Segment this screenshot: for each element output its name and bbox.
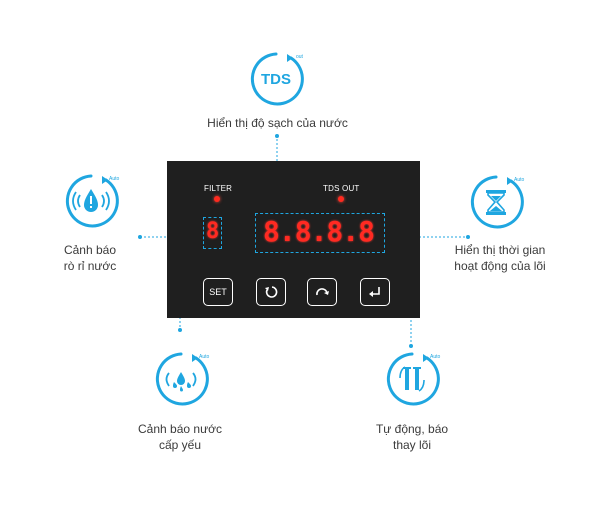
control-panel: FILTER TDS OUT 8 8.8.8.8 SET — [167, 161, 420, 318]
filter-feature-label: Tự động, báo thay lõi — [362, 421, 462, 453]
water-label-line2: cấp yếu — [158, 438, 202, 452]
tds-out-label: TDS OUT — [323, 184, 360, 193]
tds-feature-label: Hiển thị độ sạch của nước — [207, 116, 348, 130]
filter-label-line1: Tự động, báo — [375, 422, 449, 436]
filter-digit: 8 — [206, 219, 220, 244]
main-display-box — [255, 213, 385, 253]
filter-digit-box — [203, 217, 222, 249]
undo-button[interactable] — [256, 278, 286, 306]
water-drop-icon: Auto — [155, 352, 210, 406]
set-button[interactable]: SET — [203, 278, 233, 306]
main-display: 8.8.8.8 — [263, 215, 375, 248]
leak-feature-label: Cảnh báo rò rỉ nước — [40, 242, 140, 274]
timer-label-line1: Hiển thị thời gian — [454, 243, 546, 257]
filter-badge: Auto — [430, 354, 441, 360]
leak-alert-icon: Auto — [65, 174, 120, 228]
tds-badge: out — [296, 54, 304, 60]
filter-label-line2: thay lõi — [392, 438, 432, 452]
leak-label-line2: rò rỉ nước — [63, 259, 117, 273]
enter-icon — [369, 287, 380, 297]
tds-icon: TDS out — [250, 52, 304, 106]
hourglass-icon: Auto — [470, 175, 525, 229]
water-label-line1: Cảnh báo nước — [138, 422, 222, 436]
filter-label: FILTER — [204, 184, 233, 193]
filter-change-icon: Auto — [386, 352, 441, 406]
redo-button[interactable] — [307, 278, 337, 306]
enter-button[interactable] — [360, 278, 390, 306]
water-feature-label: Cảnh báo nước cấp yếu — [130, 421, 230, 453]
filter-led — [214, 196, 220, 202]
leak-badge: Auto — [109, 176, 120, 182]
timer-feature-label: Hiển thị thời gian hoạt động của lõi — [440, 242, 560, 274]
water-badge: Auto — [199, 354, 210, 360]
set-button-label: SET — [209, 287, 227, 297]
tds-out-led — [338, 196, 344, 202]
undo-icon — [265, 286, 278, 298]
redo-icon — [316, 288, 329, 296]
timer-badge: Auto — [514, 177, 525, 183]
timer-label-line2: hoạt động của lõi — [454, 259, 546, 273]
tds-icon-text: TDS — [261, 71, 291, 88]
leak-label-line1: Cảnh báo — [63, 243, 117, 257]
